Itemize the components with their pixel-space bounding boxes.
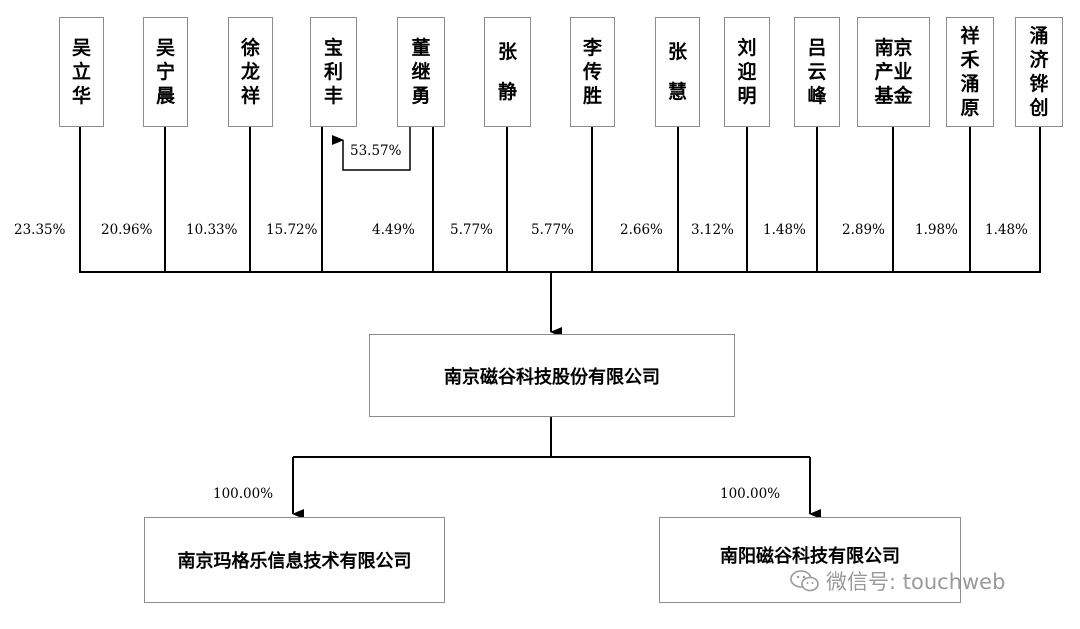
subsidiary-box-1: 南京玛格乐信息技术有限公司	[144, 517, 445, 603]
shareholder-pct-label: 1.48%	[763, 222, 806, 238]
subsidiary-name: 南阳磁谷科技有限公司	[720, 546, 900, 567]
shareholder-pct-label: 20.96%	[101, 222, 153, 238]
subsidiary-name: 南京玛格乐信息技术有限公司	[177, 551, 412, 572]
dong-baolifeng-pct-label: 53.57%	[350, 143, 402, 159]
shareholder-pct-label: 2.66%	[620, 222, 663, 238]
shareholder-box-1: 吴立华	[59, 17, 104, 127]
shareholder-name: 吴宁晨	[155, 37, 175, 107]
shareholder-pct-label: 5.77%	[531, 222, 574, 238]
shareholder-box-13: 涌济铧创	[1015, 17, 1063, 127]
shareholder-name: 刘迎明	[737, 37, 757, 107]
shareholder-box-6: 张静	[484, 17, 531, 127]
arrow-dong-to-baolifeng	[332, 127, 411, 171]
shareholder-pct-label: 3.12%	[691, 222, 734, 238]
parent-company-box: 南京磁谷科技股份有限公司	[369, 334, 735, 417]
shareholder-pct-label: 2.89%	[842, 222, 885, 238]
shareholder-box-10: 吕云峰	[794, 17, 840, 127]
watermark-text: 微信号: touchweb	[826, 570, 1006, 594]
subsidiary-pct-label: 100.00%	[720, 486, 781, 502]
shareholder-name: 李传胜	[582, 37, 602, 107]
shareholder-name: 张慧	[667, 41, 687, 103]
shareholder-box-9: 刘迎明	[724, 17, 770, 127]
shareholder-pct-label: 1.48%	[985, 222, 1028, 238]
shareholder-box-3: 徐龙祥	[228, 17, 273, 127]
shareholder-pct-label: 5.77%	[450, 222, 493, 238]
shareholder-name: 董继勇	[411, 37, 431, 107]
shareholder-box-5: 董继勇	[397, 17, 445, 127]
shareholder-pct-label: 23.35%	[14, 222, 66, 238]
shareholder-box-12: 祥禾涌原	[946, 17, 994, 127]
subsidiary-pct-label: 100.00%	[213, 486, 274, 502]
shareholder-name: 徐龙祥	[240, 37, 260, 107]
shareholder-pct-label: 15.72%	[266, 222, 318, 238]
parent-company-name: 南京磁谷科技股份有限公司	[444, 366, 660, 388]
shareholder-pct-label: 10.33%	[186, 222, 238, 238]
shareholder-box-2: 吴宁晨	[143, 17, 188, 127]
shareholder-pct-label: 1.98%	[915, 222, 958, 238]
shareholder-box-11: 南京产业基金	[857, 17, 930, 127]
shareholder-name: 吕云峰	[807, 37, 827, 107]
shareholder-box-4: 宝利丰	[310, 17, 357, 127]
shareholder-name: 涌济铧创	[1029, 25, 1049, 119]
shareholder-name: 张静	[497, 41, 517, 103]
shareholder-name: 祥禾涌原	[960, 25, 980, 119]
shareholder-pct-label: 4.49%	[372, 222, 415, 238]
shareholder-box-8: 张慧	[655, 17, 700, 127]
wechat-icon	[790, 570, 819, 592]
watermark: 微信号: touchweb	[790, 566, 1005, 596]
shareholder-name: 吴立华	[71, 37, 91, 107]
shareholder-name: 宝利丰	[323, 37, 343, 107]
shareholder-box-7: 李传胜	[570, 17, 615, 127]
shareholder-name: 南京产业基金	[874, 37, 913, 107]
